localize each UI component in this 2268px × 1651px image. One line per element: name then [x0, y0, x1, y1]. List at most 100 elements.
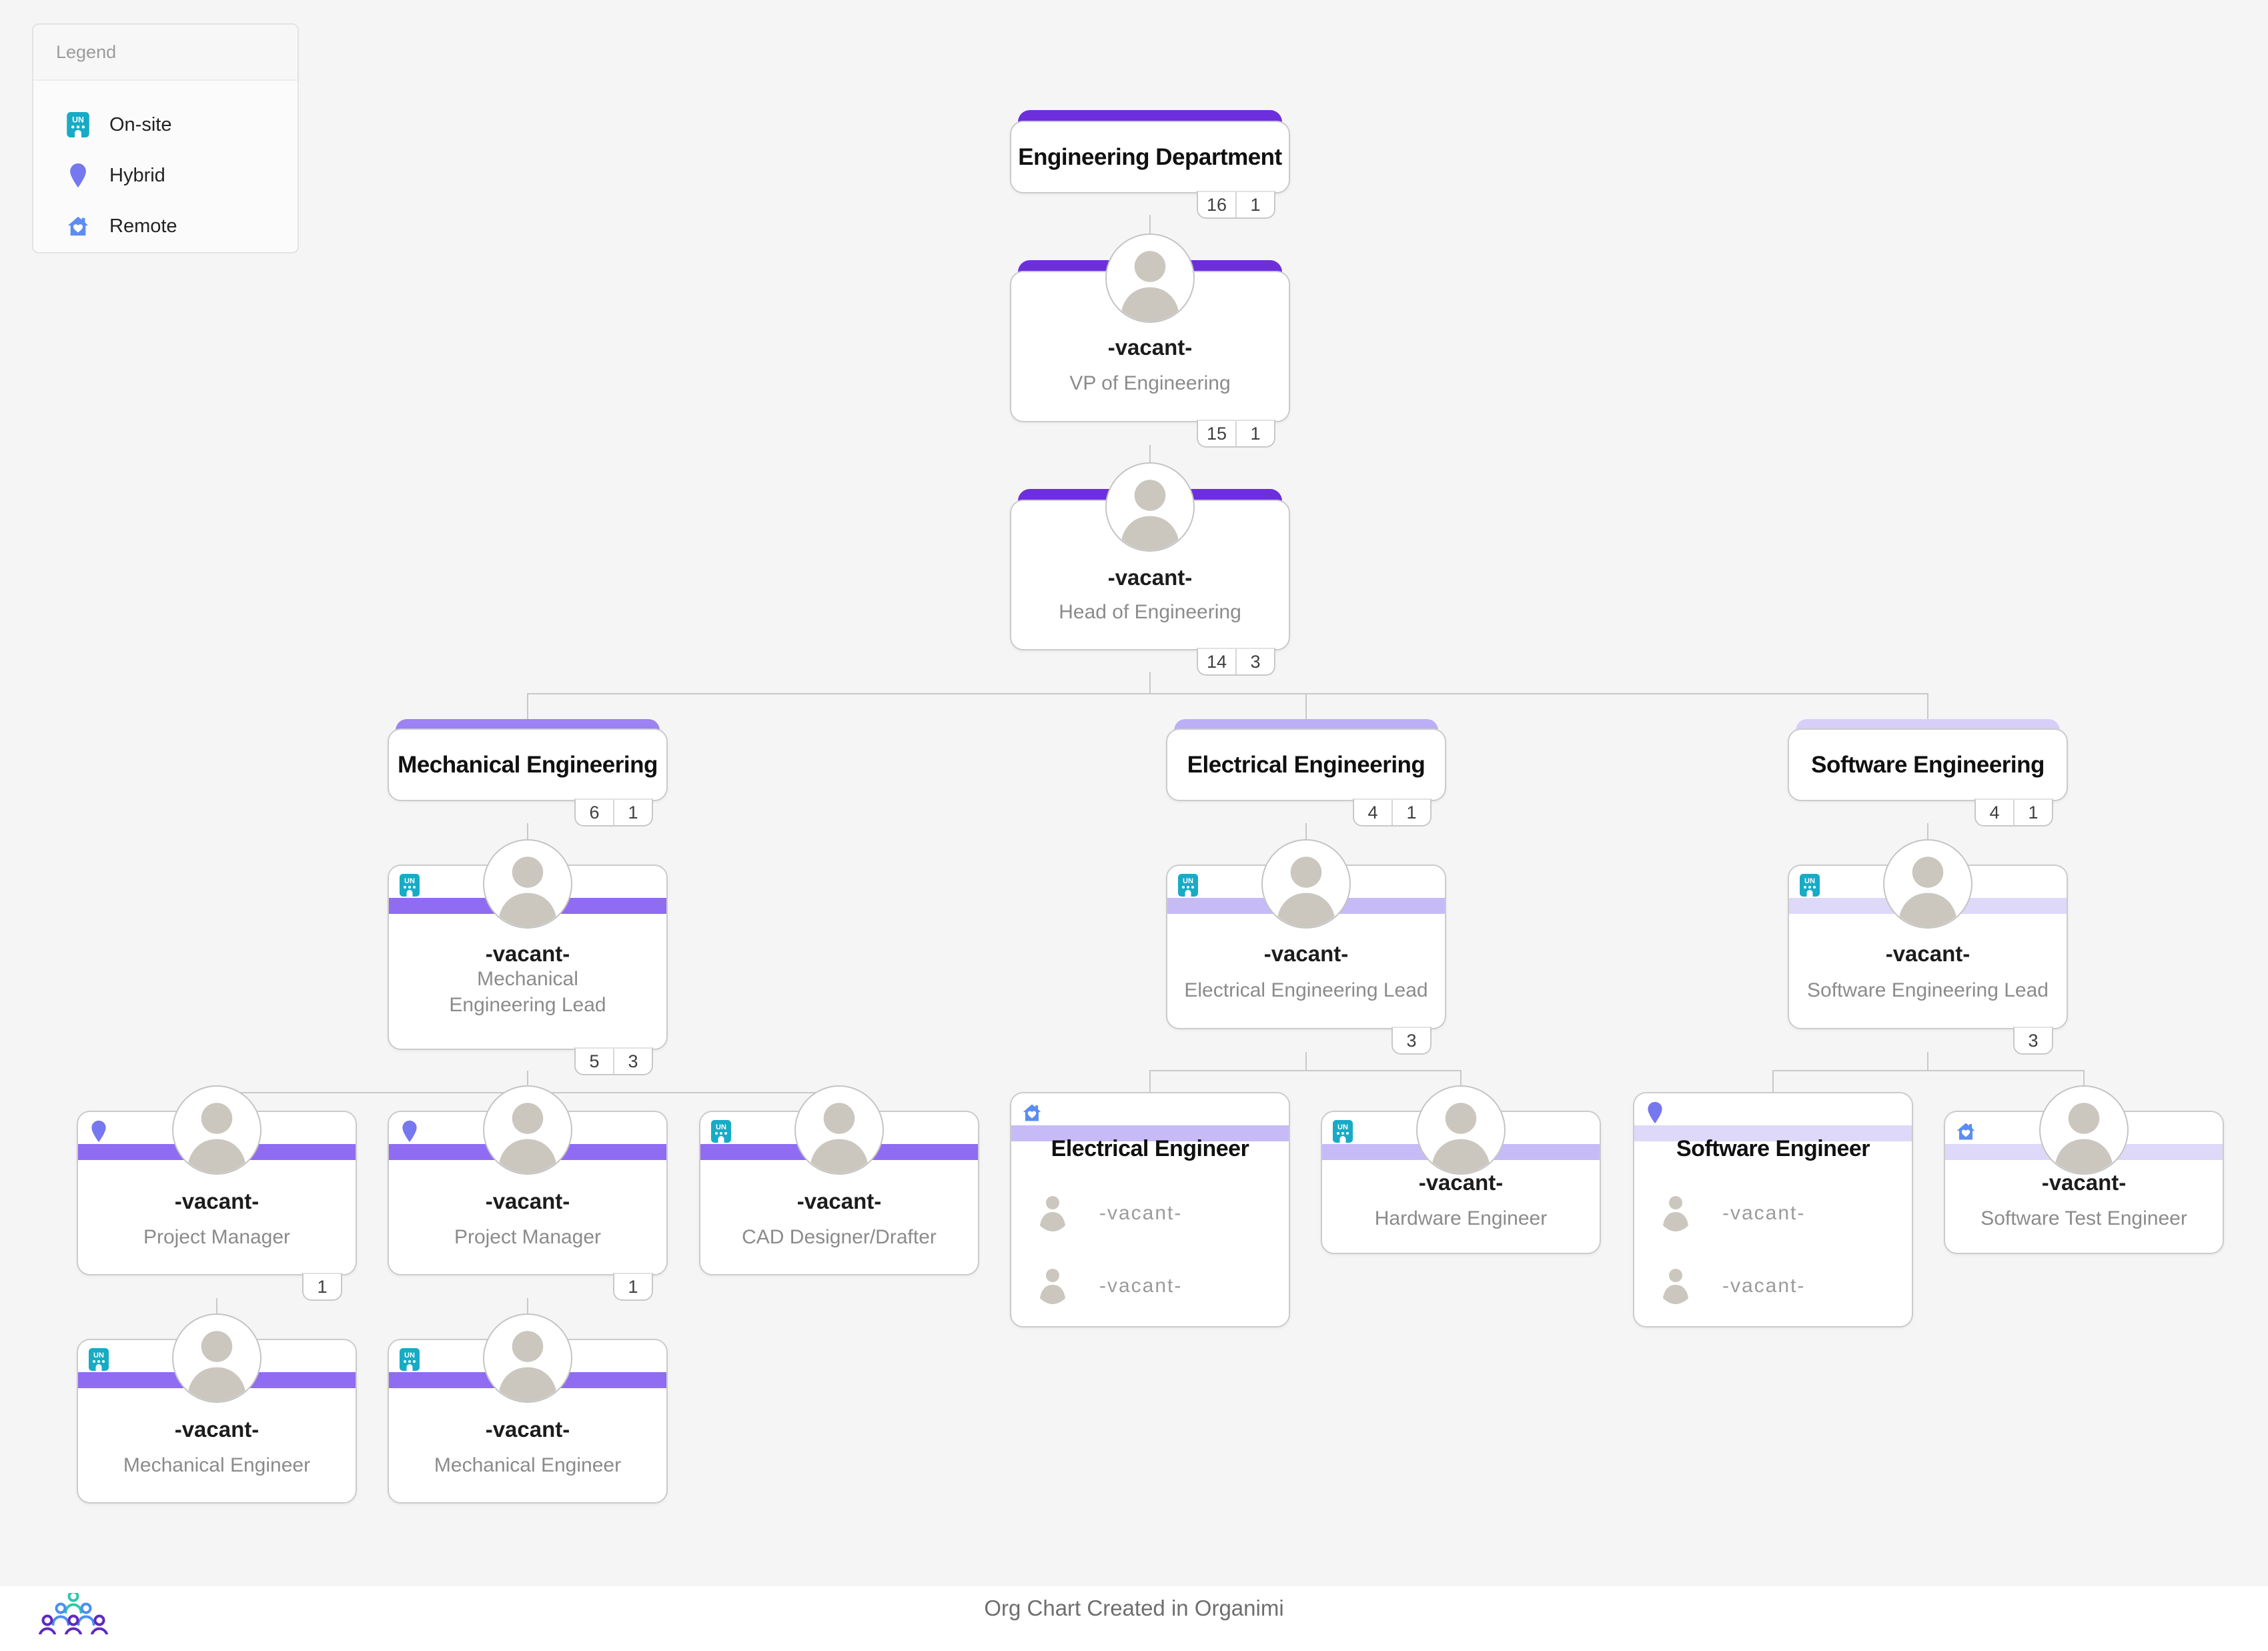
connector-line — [527, 1071, 528, 1093]
legend-panel: Legend UN On-site Hybrid Remote — [32, 23, 299, 253]
org-card-hardware-engineer[interactable]: UN -vacant- Hardware Engineer — [1321, 1085, 1601, 1254]
building-icon: UN — [1800, 874, 1820, 897]
connector-line — [1149, 1070, 1462, 1071]
member-name: -vacant- — [1099, 1275, 1183, 1297]
org-card-mechanical-engineering-lead[interactable]: UN -vacant- Mechanical Engineering Lead … — [388, 839, 668, 1075]
svg-text:UN: UN — [716, 1123, 726, 1131]
connector-line — [1305, 1052, 1307, 1071]
connector-line — [1772, 1070, 2085, 1071]
house-heart-icon — [67, 213, 89, 239]
org-card-electrical-engineer-group[interactable]: Electrical Engineer -vacant- -vacant- — [1010, 1092, 1290, 1327]
org-card-cad-designer-drafter[interactable]: UN -vacant- CAD Designer/Drafter — [699, 1085, 979, 1300]
org-card-project-manager-2[interactable]: -vacant- Project Manager 1 — [388, 1085, 668, 1301]
house-heart-icon — [1022, 1101, 1042, 1124]
avatar — [1105, 462, 1195, 552]
building-icon: UN — [1333, 1120, 1353, 1143]
connector-line — [527, 693, 528, 720]
person-title: Software Test Engineer — [1980, 1207, 2187, 1229]
report-count-badge[interactable]: 1 — [613, 1273, 653, 1301]
connector-line — [1927, 823, 1928, 841]
org-card-mechanical-engineer-1[interactable]: UN -vacant- Mechanical Engineer — [77, 1313, 357, 1504]
department-title: Software Engineering — [1811, 751, 2045, 778]
department-title: Engineering Department — [1018, 143, 1282, 170]
group-member-row[interactable]: -vacant- — [1037, 1265, 1277, 1307]
footer-caption: Org Chart Created in Organimi — [984, 1596, 1284, 1620]
avatar — [1883, 839, 1972, 929]
member-name: -vacant- — [1722, 1202, 1806, 1224]
person-name: -vacant- — [1418, 1170, 1504, 1195]
svg-text:UN: UN — [1337, 1123, 1348, 1131]
group-member-row[interactable]: -vacant- — [1660, 1192, 1900, 1235]
avatar — [483, 1085, 572, 1175]
org-card-software-engineer-group[interactable]: Software Engineer -vacant- -vacant- — [1633, 1092, 1913, 1327]
person-title: Electrical Engineering Lead — [1184, 979, 1428, 1001]
role-group-title: Electrical Engineer — [1051, 1136, 1249, 1161]
person-silhouette-icon — [1037, 1193, 1069, 1233]
connector-line — [1305, 693, 1307, 720]
legend-item-remote: Remote — [67, 201, 298, 251]
member-name: -vacant- — [1722, 1275, 1806, 1297]
svg-text:UN: UN — [1804, 877, 1815, 885]
avatar — [2039, 1085, 2129, 1175]
org-card-project-manager-1[interactable]: -vacant- Project Manager 1 — [77, 1085, 357, 1301]
person-title: CAD Designer/Drafter — [742, 1226, 937, 1248]
connector-line — [1772, 1070, 1774, 1093]
connector-line — [1149, 1070, 1151, 1093]
connector-line — [527, 823, 528, 841]
report-count-badge[interactable]: 3 — [1391, 1027, 1432, 1055]
member-name: -vacant- — [1099, 1202, 1183, 1224]
svg-text:UN: UN — [1183, 877, 1193, 885]
building-icon: UN — [400, 874, 420, 897]
org-card-software-engineering-lead[interactable]: UN -vacant- Software Engineering Lead 3 — [1788, 839, 2068, 1055]
person-name: -vacant- — [1885, 941, 1970, 966]
avatar — [1105, 233, 1195, 323]
map-pin-icon — [1645, 1101, 1665, 1124]
group-member-row[interactable]: -vacant- — [1037, 1192, 1277, 1235]
org-card-mechanical-engineer-2[interactable]: UN -vacant- Mechanical Engineer — [388, 1313, 668, 1504]
building-icon: UN — [67, 112, 89, 137]
connector-line — [1149, 215, 1151, 235]
org-card-software-test-engineer[interactable]: -vacant- Software Test Engineer — [1944, 1085, 2224, 1254]
person-silhouette-icon — [1660, 1266, 1692, 1306]
svg-text:UN: UN — [93, 1351, 104, 1359]
person-name: -vacant- — [485, 941, 570, 966]
person-name: -vacant- — [174, 1189, 259, 1213]
person-silhouette-icon — [1660, 1193, 1692, 1233]
building-icon: UN — [711, 1120, 731, 1143]
connector-line — [1149, 672, 1151, 693]
group-member-row[interactable]: -vacant- — [1660, 1265, 1900, 1307]
avatar — [172, 1085, 261, 1175]
org-card-electrical-engineering-lead[interactable]: UN -vacant- Electrical Engineering Lead … — [1166, 839, 1446, 1055]
person-name: -vacant- — [1107, 565, 1193, 590]
person-title: Project Manager — [454, 1226, 602, 1248]
map-pin-icon — [67, 163, 89, 188]
person-name: -vacant- — [485, 1189, 570, 1213]
map-pin-icon — [89, 1120, 109, 1143]
avatar — [794, 1085, 884, 1175]
building-icon: UN — [400, 1348, 420, 1371]
svg-text:UN: UN — [404, 877, 415, 885]
avatar — [483, 1313, 572, 1403]
report-count-badge[interactable]: 1 — [302, 1273, 342, 1301]
person-name: -vacant- — [2041, 1170, 2127, 1195]
legend-item-onsite: UN On-site — [67, 99, 298, 150]
svg-text:UN: UN — [72, 115, 84, 125]
report-count-badge[interactable]: 3 — [2013, 1027, 2053, 1055]
connector-line — [1927, 1052, 1928, 1071]
svg-text:UN: UN — [404, 1351, 415, 1359]
map-pin-icon — [400, 1120, 420, 1143]
legend-label: On-site — [109, 113, 172, 135]
